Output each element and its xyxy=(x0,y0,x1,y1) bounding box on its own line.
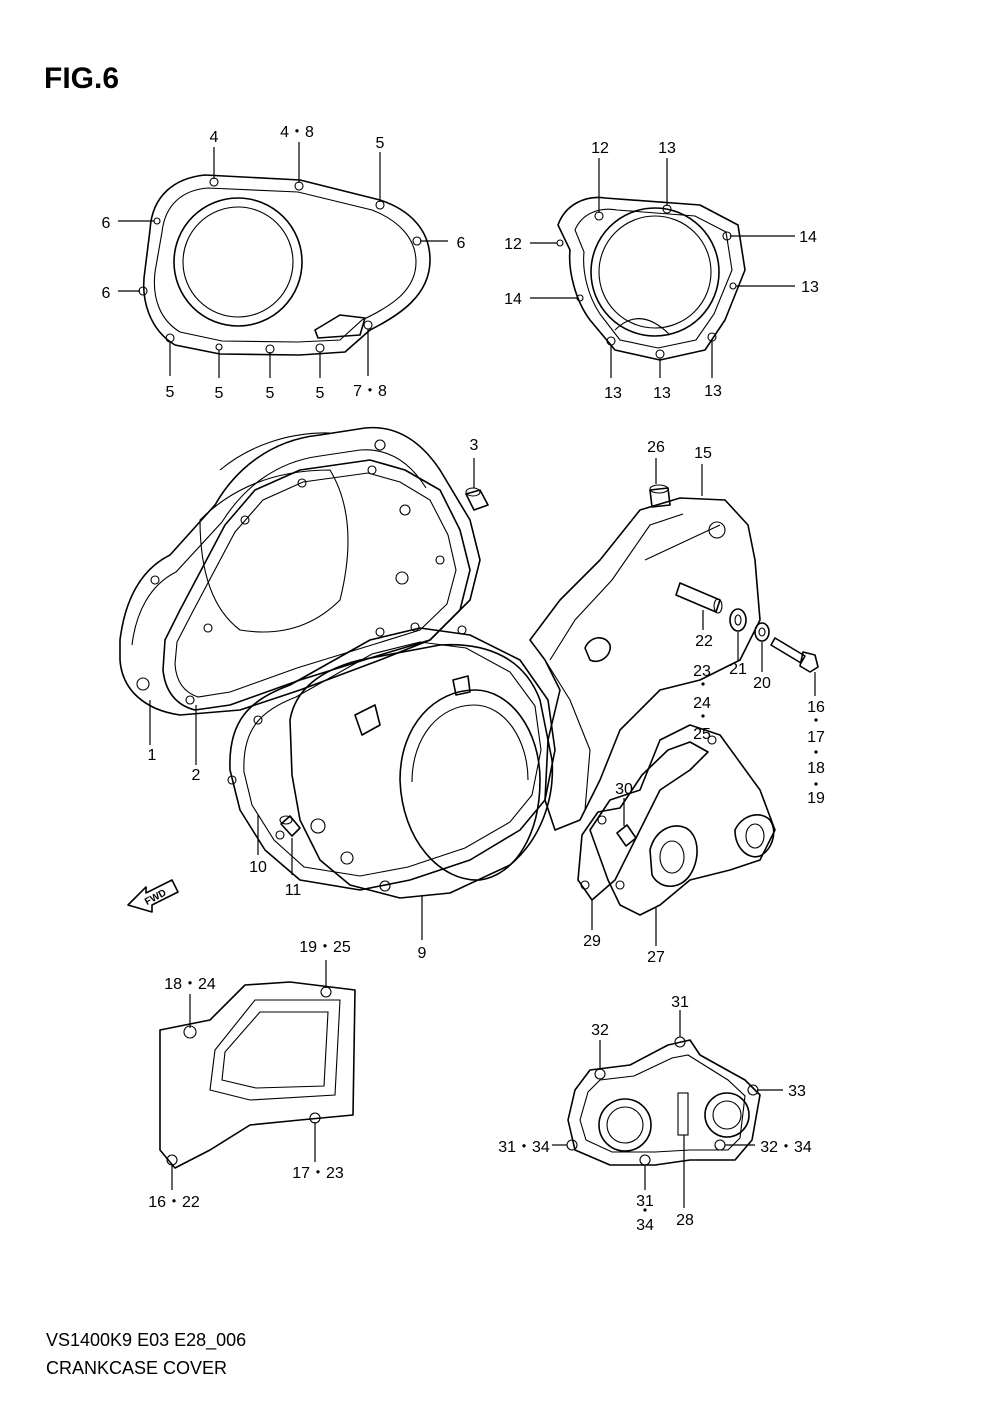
callout-label: 4・8 xyxy=(280,124,314,141)
callout-label: 16・22 xyxy=(148,1194,200,1211)
callout-label: 32・34 xyxy=(760,1139,812,1156)
clutch-cover-outer-gasket xyxy=(138,174,431,356)
callout-label: 21 xyxy=(729,661,747,678)
leader-lines-top-left xyxy=(118,142,448,378)
leader-lines-middle-left xyxy=(149,458,475,940)
separator-dot xyxy=(643,1208,647,1212)
dowel-pin-11 xyxy=(279,815,301,837)
callout-label: 7・8 xyxy=(353,383,387,400)
diagram-name: CRANKCASE COVER xyxy=(46,1358,228,1378)
callout-label: 13 xyxy=(604,385,622,402)
callout-label: 13 xyxy=(658,140,676,157)
callout-label: 9 xyxy=(418,945,427,962)
callout-label: 14 xyxy=(504,291,522,308)
callout-label: 10 xyxy=(249,859,267,876)
callout-label: 13 xyxy=(704,383,722,400)
callout-label: 17・23 xyxy=(292,1165,344,1182)
callout-label: 22 xyxy=(695,633,713,650)
fwd-arrow-icon: FWD xyxy=(127,879,179,913)
callout-label: 24 xyxy=(693,695,711,712)
callout-label: 1 xyxy=(148,747,157,764)
callout-label: 6 xyxy=(102,285,111,302)
pin-22 xyxy=(675,582,723,614)
figure-title: FIG.6 xyxy=(44,62,120,95)
callout-label: 4 xyxy=(210,129,219,146)
water-pump-27 xyxy=(589,724,776,916)
cap-26 xyxy=(649,484,671,508)
callout-label: 31 xyxy=(671,994,689,1011)
leader-lines-bottom-right xyxy=(552,1010,783,1208)
pump-cover-gasket xyxy=(566,1036,761,1166)
callout-label: 32 xyxy=(591,1022,609,1039)
leader-lines-top-right xyxy=(530,158,795,378)
dowel-pin-3 xyxy=(465,487,489,511)
callout-label: 25 xyxy=(693,726,711,743)
bolt-16 xyxy=(770,637,819,673)
callout-label: 17 xyxy=(807,729,825,746)
callout-label: 5 xyxy=(215,385,224,402)
leader-lines-middle-right xyxy=(591,458,816,946)
callout-label: 30 xyxy=(615,781,633,798)
callout-label: 5 xyxy=(166,384,175,401)
callout-label: 31・34 xyxy=(498,1139,550,1156)
callout-label: 14 xyxy=(799,229,817,246)
generator-cover-gasket-10 xyxy=(227,625,556,891)
callout-label: 28 xyxy=(676,1212,694,1229)
callout-label: 2 xyxy=(192,767,201,784)
callout-label: 5 xyxy=(266,385,275,402)
callout-label: 13 xyxy=(653,385,671,402)
callout-label: 19 xyxy=(807,790,825,807)
leader-lines-bottom-left xyxy=(171,960,327,1190)
callout-label: 3 xyxy=(470,437,479,454)
callout-label: 15 xyxy=(694,445,712,462)
callout-label: 26 xyxy=(647,439,665,456)
generator-cover-9 xyxy=(289,643,554,899)
grommet-21 xyxy=(729,608,747,632)
callout-label: 20 xyxy=(753,675,771,692)
separator-dots xyxy=(701,682,818,786)
callout-label: 23 xyxy=(693,663,711,680)
clutch-cover-1 xyxy=(119,426,481,716)
callout-label: 19・25 xyxy=(299,939,351,956)
model-code: VS1400K9 E03 E28_006 xyxy=(46,1330,247,1350)
sprocket-cover-15 xyxy=(529,497,761,831)
callout-label: 27 xyxy=(647,949,665,966)
callout-label: 6 xyxy=(457,235,466,252)
callout-label: 5 xyxy=(316,385,325,402)
callout-label: 33 xyxy=(788,1083,806,1100)
generator-cover-gasket xyxy=(556,196,746,361)
callout-label: 11 xyxy=(285,882,302,899)
callout-labels: 4 4・8 5 6 6 6 5 5 5 5 7・8 12 13 12 14 14… xyxy=(102,124,825,1234)
callout-label: 6 xyxy=(102,215,111,232)
callout-label: 18 xyxy=(807,760,825,777)
callout-label: 18・24 xyxy=(164,976,216,993)
o-ring-30 xyxy=(616,824,637,847)
sprocket-cover-inner xyxy=(159,981,356,1169)
callout-label: 13 xyxy=(801,279,819,296)
callout-label: 29 xyxy=(583,933,601,950)
fwd-label: FWD xyxy=(143,888,168,908)
callout-label: 12 xyxy=(504,236,522,253)
callout-label: 34 xyxy=(636,1217,654,1234)
washer-20 xyxy=(754,622,770,642)
callout-label: 31 xyxy=(636,1193,654,1210)
callout-label: 16 xyxy=(807,699,825,716)
callout-label: 5 xyxy=(376,135,385,152)
callout-label: 12 xyxy=(591,140,609,157)
